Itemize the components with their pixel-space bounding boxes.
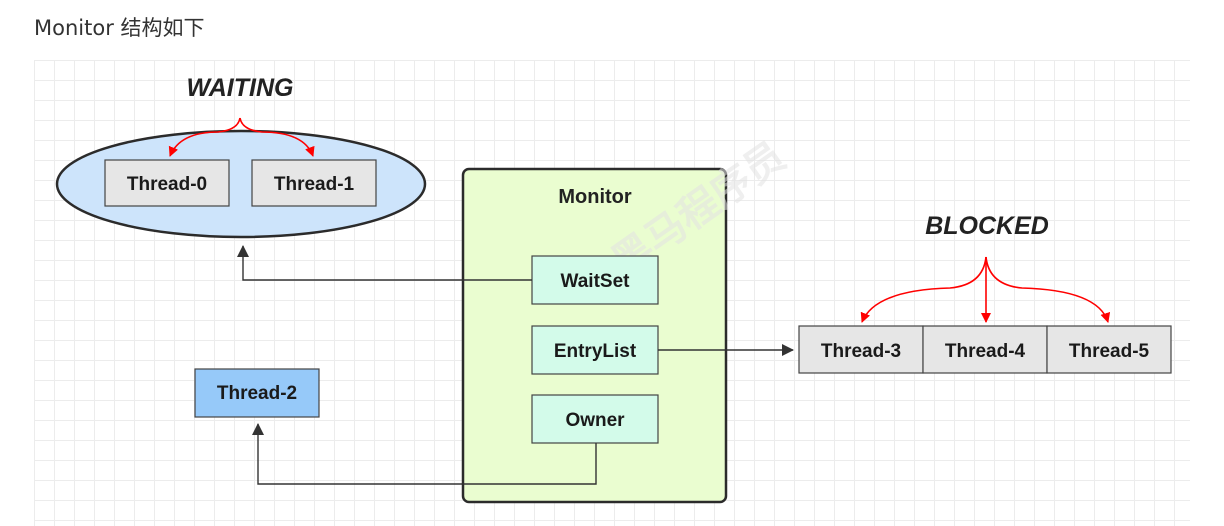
thread-label: Thread-5	[1069, 341, 1150, 362]
thread-label: Thread-0	[127, 174, 207, 195]
blocked-label: BLOCKED	[925, 212, 1049, 240]
waiting-arrows	[168, 117, 315, 157]
monitor-title: Monitor	[558, 186, 632, 208]
thread-box-0: Thread-0	[104, 159, 230, 207]
thread-label: Thread-2	[217, 383, 297, 404]
owner-thread-box: Thread-2	[194, 368, 320, 418]
thread-box-4: Thread-4	[922, 325, 1048, 374]
owner-connector	[252, 423, 597, 485]
wait-set-connector	[237, 245, 532, 281]
wait-set-ellipse	[55, 129, 427, 239]
blocked-arrows	[860, 256, 1111, 323]
thread-label: Thread-3	[821, 341, 901, 362]
thread-box-1: Thread-1	[251, 159, 377, 207]
thread-label: Thread-4	[945, 341, 1026, 362]
owner-label: Owner	[565, 410, 625, 431]
thread-label: Thread-1	[274, 174, 355, 195]
waiting-label: WAITING	[187, 74, 294, 102]
thread-box-3: Thread-3	[798, 325, 924, 374]
wait-set-box: WaitSet	[531, 255, 659, 305]
thread-box-5: Thread-5	[1046, 325, 1172, 374]
owner-box: Owner	[531, 394, 659, 444]
wait-set-label: WaitSet	[561, 271, 631, 292]
page-heading: Monitor 结构如下	[34, 16, 205, 40]
entry-list-label: EntryList	[554, 341, 637, 362]
entry-list-box: EntryList	[531, 325, 659, 375]
